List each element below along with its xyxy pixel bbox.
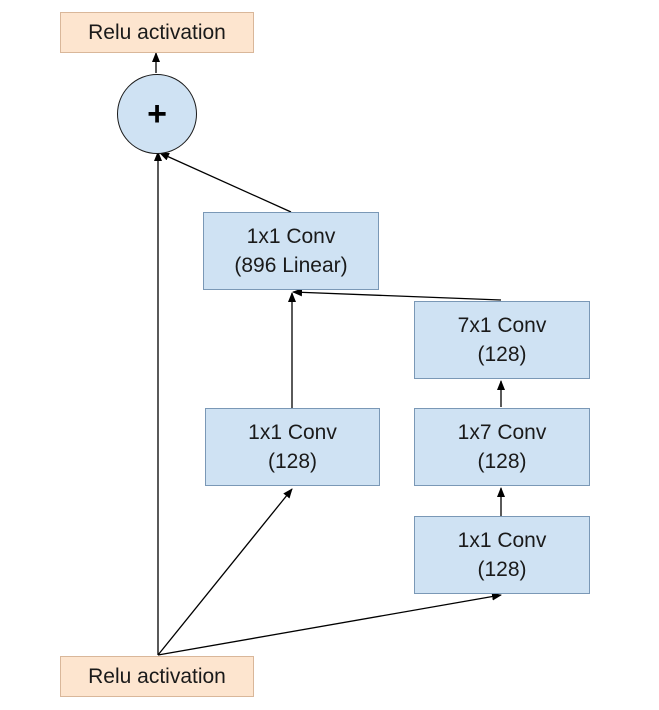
plus-icon: + <box>147 94 167 133</box>
conv-1x1-branch-a-line2: (128) <box>267 450 318 473</box>
conv-1x1-branch-a: 1x1 Conv (128) <box>205 408 380 486</box>
conv-1x1-linear: 1x1 Conv (896 Linear) <box>203 212 379 290</box>
conv-7x1-line2: (128) <box>477 343 527 366</box>
relu-activation-bottom: Relu activation <box>60 656 254 697</box>
relu-activation-top: Relu activation <box>60 12 254 53</box>
conv-1x1-branch-b: 1x1 Conv (128) <box>414 516 590 594</box>
arrow-input-to-conv-1x1-a <box>157 488 293 656</box>
conv-1x7-line1: 1x7 Conv <box>457 421 547 444</box>
arrow-input-to-conv-1x1-b <box>157 592 502 656</box>
conv-1x1-linear-line2: (896 Linear) <box>234 254 348 277</box>
conv-1x7-line2: (128) <box>477 450 527 473</box>
conv-7x1-line1: 7x1 Conv <box>457 314 547 337</box>
conv-1x1-branch-a-line1: 1x1 Conv <box>248 421 337 444</box>
conv-1x7: 1x7 Conv (128) <box>414 408 590 486</box>
relu-activation-top-label: Relu activation <box>88 21 226 44</box>
relu-activation-bottom-label: Relu activation <box>88 665 226 688</box>
arrow-7x1-to-linear <box>292 288 502 301</box>
conv-7x1: 7x1 Conv (128) <box>414 301 590 379</box>
conv-1x1-branch-b-line1: 1x1 Conv <box>457 529 547 552</box>
conv-1x1-branch-b-line2: (128) <box>477 558 527 581</box>
add-node: + <box>117 74 197 154</box>
arrow-linear-to-add <box>159 152 292 213</box>
conv-1x1-linear-line1: 1x1 Conv <box>246 225 336 248</box>
